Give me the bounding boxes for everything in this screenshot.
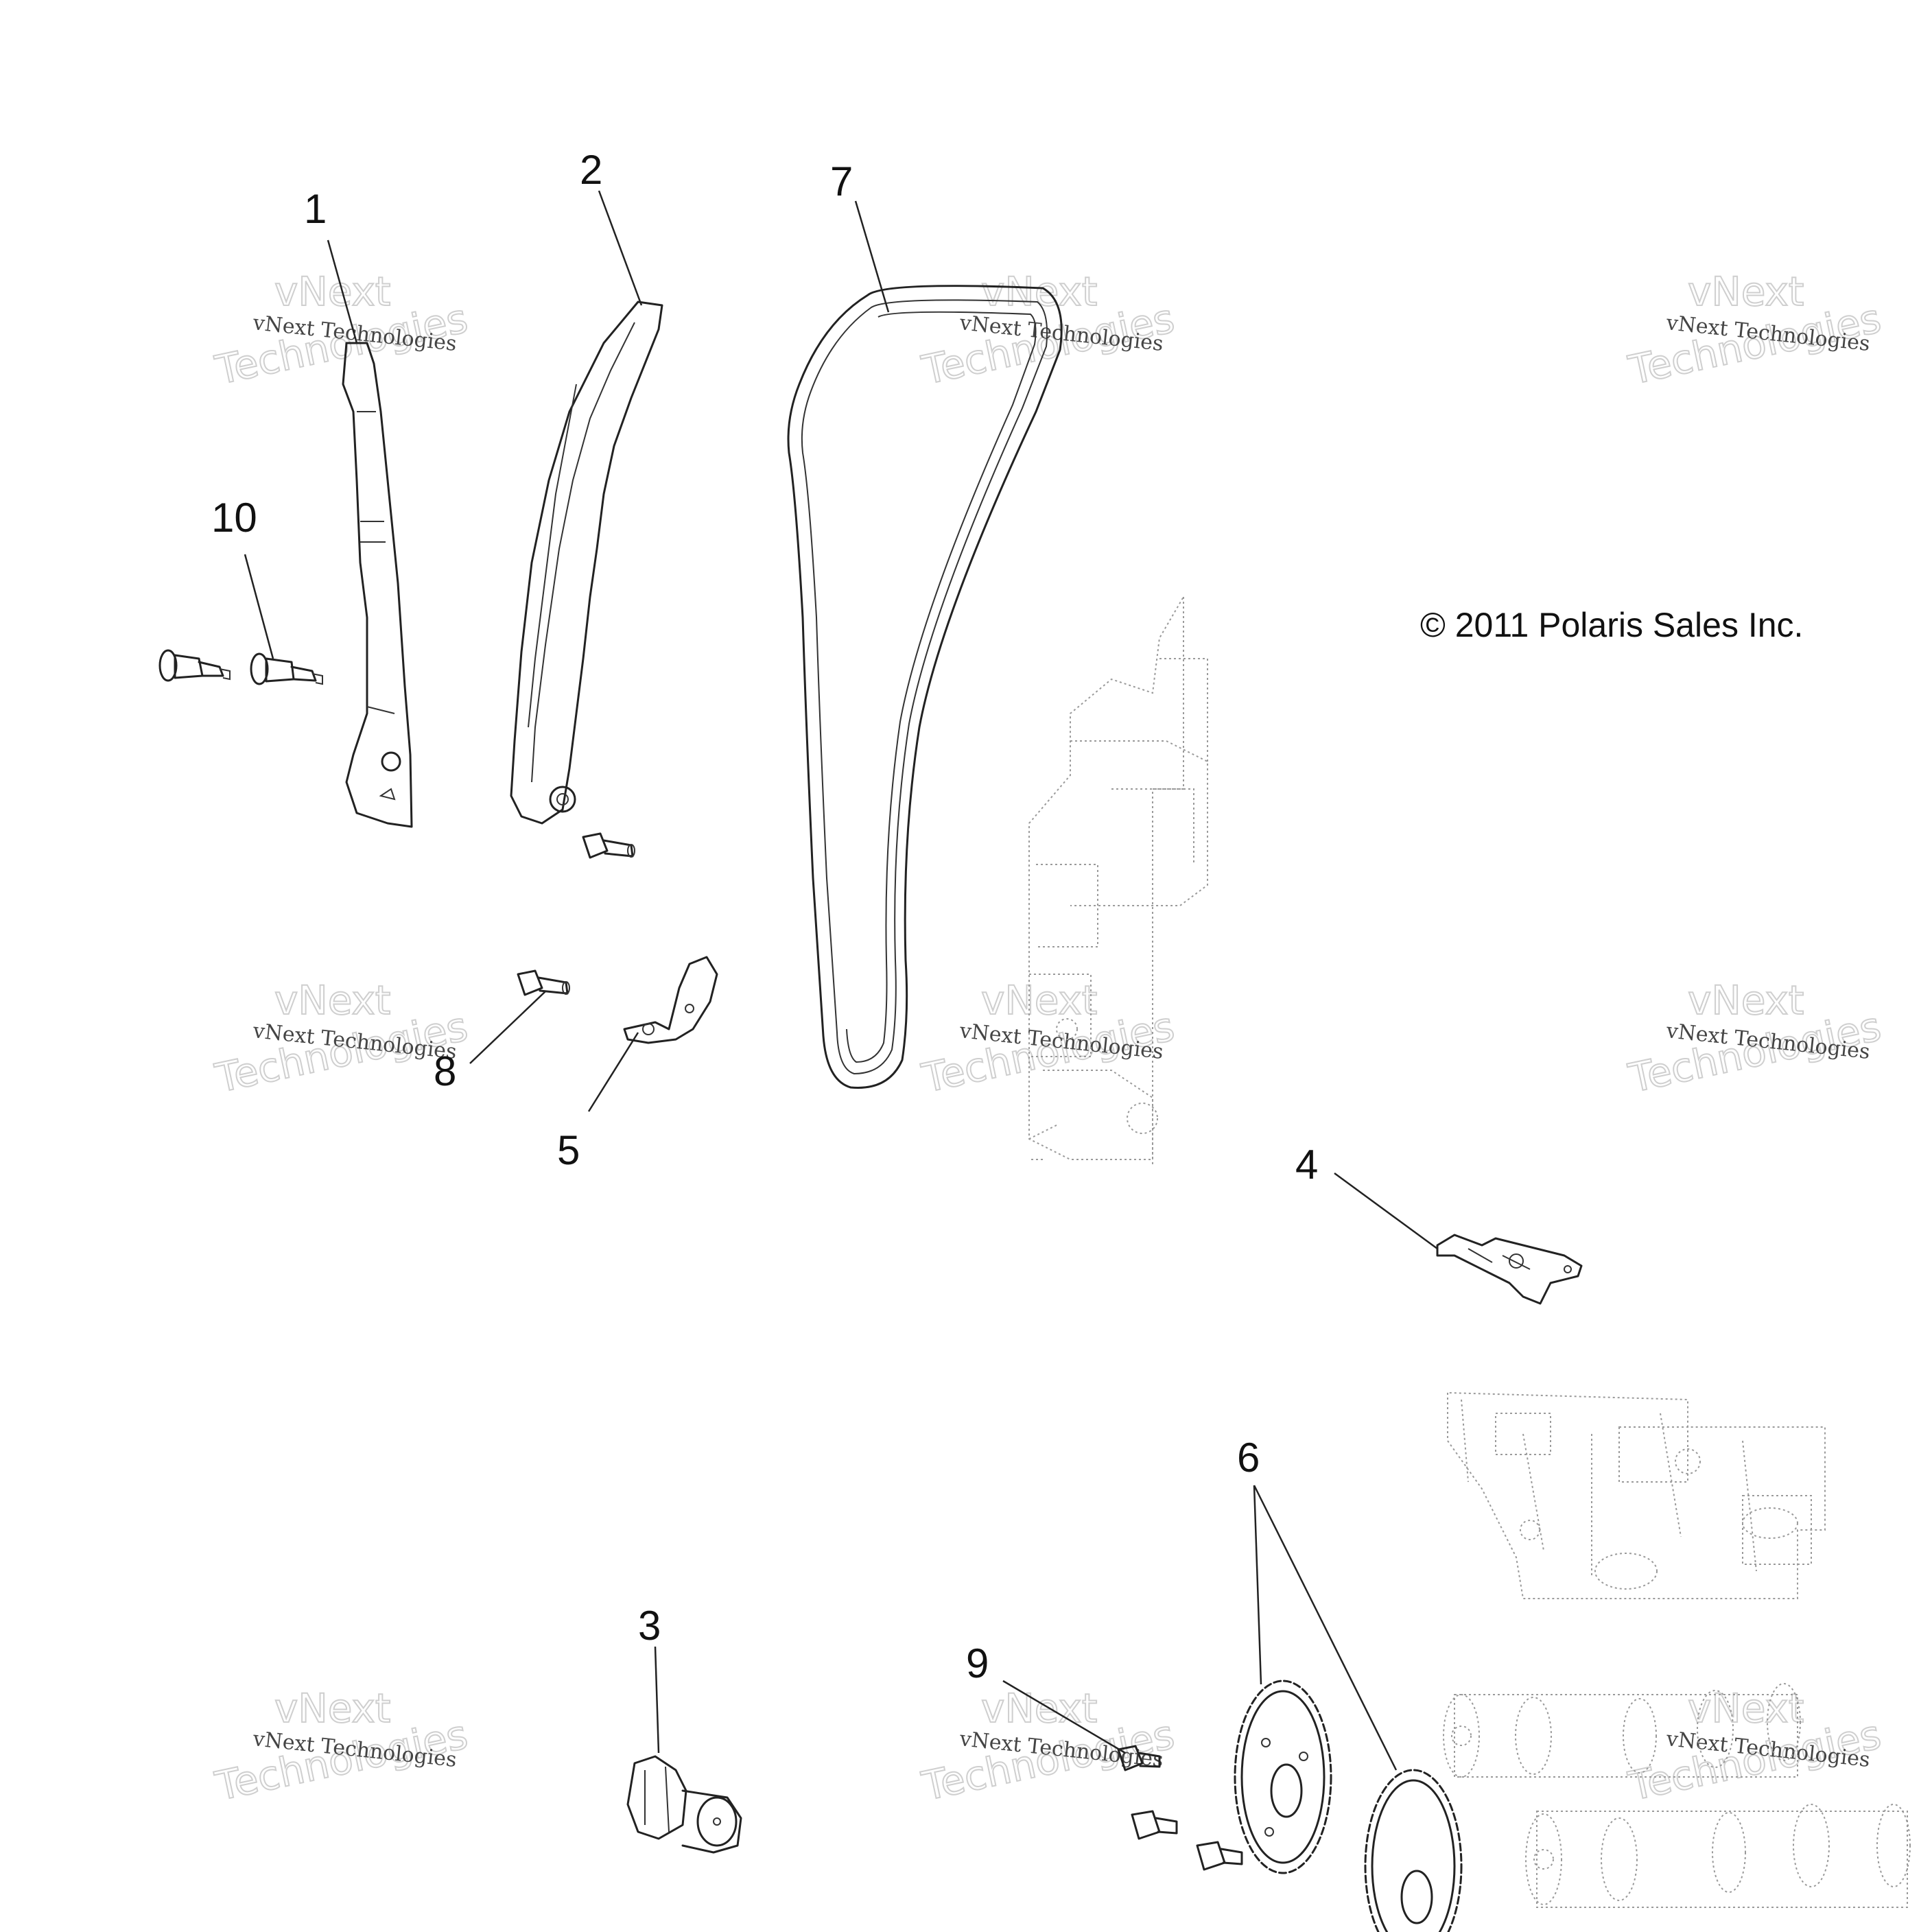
cam-carrier-ghost: [1447, 1391, 1826, 1599]
bolt-lower: [517, 969, 570, 996]
watermark-bottom-right: vNext Technologies vNext Technologies: [1624, 1684, 1886, 1811]
leader-lines: [244, 190, 1438, 1771]
svg-text:vNext: vNext: [1688, 977, 1804, 1024]
cam-sprocket-lower: [1364, 1769, 1463, 1932]
svg-text:vNext: vNext: [274, 1685, 390, 1732]
copyright-notice: © 2011 Polaris Sales Inc.: [1420, 606, 1803, 644]
watermark-middle-left: vNext Technologies vNext Technologies: [211, 976, 473, 1103]
callout-1: 1: [304, 186, 327, 232]
pivot-bolt-left: [158, 649, 231, 682]
watermark-top-center: vNext Technologies vNext Technologies: [917, 268, 1179, 394]
chain-guide-tensioner: [510, 301, 663, 825]
svg-text:vNext: vNext: [1688, 268, 1804, 315]
callout-2: 2: [580, 147, 602, 193]
svg-text:vNext: vNext: [981, 1685, 1097, 1732]
callout-3: 3: [638, 1603, 661, 1649]
watermark-bottom-left: vNext Technologies vNext Technologies: [211, 1684, 473, 1811]
watermark-middle-center: vNext Technologies vNext Technologies: [917, 976, 1179, 1103]
svg-text:vNext: vNext: [274, 268, 390, 315]
callout-5: 5: [557, 1127, 580, 1173]
bolt-upper: [582, 832, 635, 859]
callout-10: 10: [211, 495, 257, 541]
sprocket-bolt-middle: [1131, 1810, 1178, 1840]
callout-8: 8: [434, 1048, 456, 1094]
chain-guide-fixed: [342, 342, 413, 828]
chain-tensioner: [626, 1755, 742, 1854]
callout-6: 6: [1237, 1435, 1260, 1481]
cam-sprocket-upper: [1234, 1680, 1332, 1874]
chain-guide-clip: [1436, 1234, 1583, 1305]
callout-4: 4: [1295, 1142, 1318, 1188]
svg-text:vNext: vNext: [1688, 1685, 1804, 1732]
sprocket-bolt-upper: [1117, 1745, 1161, 1771]
watermark-bottom-center: vNext Technologies vNext Technologies: [917, 1684, 1179, 1811]
svg-text:vNext: vNext: [274, 977, 390, 1024]
pivot-bolt-right: [250, 652, 323, 685]
callout-9: 9: [966, 1640, 989, 1686]
watermark-top-right: vNext Technologies vNext Technologies: [1624, 268, 1886, 394]
cam-chain: [787, 285, 1063, 1089]
camshaft-lower: [1525, 1804, 1911, 1908]
svg-text:vNext: vNext: [981, 268, 1097, 315]
engine-block-ghost: [1028, 594, 1208, 1166]
watermark-middle-right: vNext Technologies vNext Technologies: [1624, 976, 1886, 1103]
guide-bracket: [623, 956, 718, 1044]
sprocket-bolt-lower: [1196, 1841, 1243, 1871]
callout-7: 7: [830, 158, 853, 204]
camshaft-upper: [1443, 1683, 1801, 1778]
svg-text:vNext: vNext: [981, 977, 1097, 1024]
